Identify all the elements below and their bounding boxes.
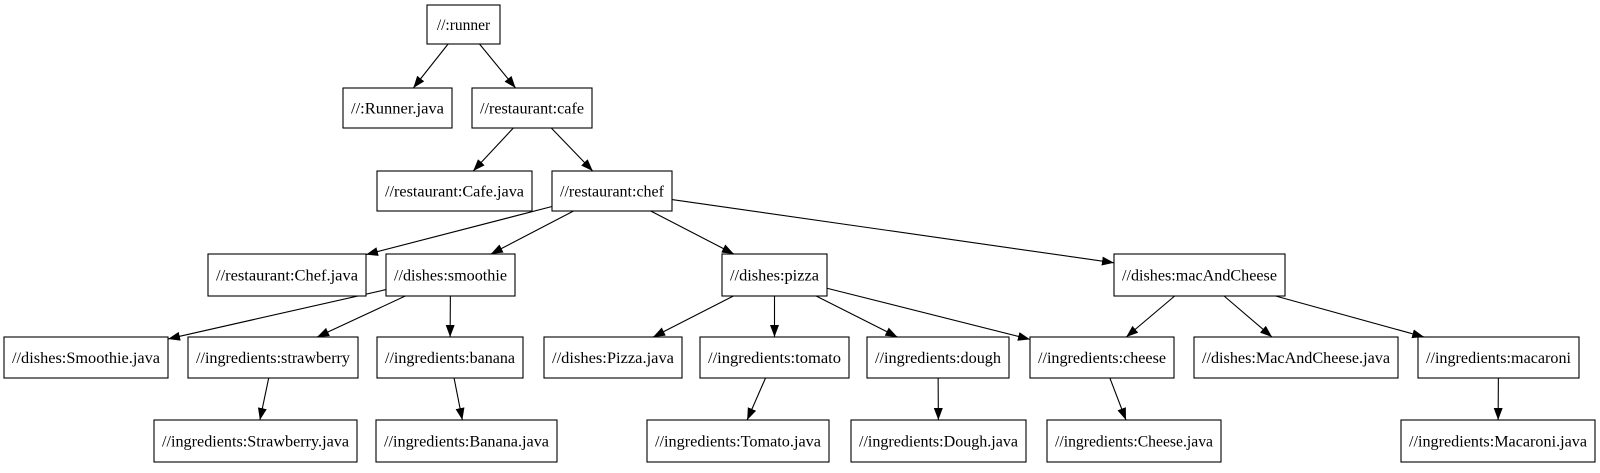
edge-pizza-to-cheese (827, 288, 1030, 339)
graph-node-cheese: //ingredients:cheese (1030, 337, 1174, 378)
graph-node-chef: //restaurant:chef (552, 171, 672, 211)
graph-node-chef-java: //restaurant:Chef.java (208, 254, 366, 296)
node-label: //ingredients:Cheese.java (1055, 433, 1213, 450)
edge-chef-to-chef-java (366, 207, 552, 255)
edge-chef-to-macandcheese (672, 200, 1114, 263)
graph-node-strawberry: //ingredients:strawberry (188, 337, 358, 378)
edge-runner-to-runner-java (413, 44, 448, 88)
node-label: //ingredients:macaroni (1426, 350, 1572, 367)
node-label: //ingredients:Strawberry.java (162, 433, 349, 450)
graph-node-strawberry-java: //ingredients:Strawberry.java (154, 420, 357, 462)
edge-tomato-to-tomato-java (747, 378, 765, 420)
graph-node-banana-java: //ingredients:Banana.java (376, 420, 557, 462)
graph-node-macandcheese: //dishes:macAndCheese (1114, 254, 1285, 296)
node-label: //dishes:Smoothie.java (12, 350, 160, 367)
graph-node-pizza-java: //dishes:Pizza.java (544, 337, 682, 378)
graph-node-runner-java: //:Runner.java (343, 88, 452, 128)
edge-runner-to-cafe (479, 44, 515, 88)
node-label: //:runner (437, 17, 491, 34)
node-label: //ingredients:banana (385, 350, 515, 367)
edge-chef-to-smoothie (491, 211, 574, 254)
node-label: //ingredients:dough (875, 350, 1001, 367)
edge-macandcheese-to-macaroni (1276, 296, 1425, 337)
graph-node-cheese-java: //ingredients:Cheese.java (1047, 420, 1221, 462)
graph-node-smoothie: //dishes:smoothie (386, 254, 515, 296)
node-label: //ingredients:Banana.java (384, 433, 549, 450)
edge-pizza-to-dough (816, 296, 897, 337)
graph-node-macaroni-java: //ingredients:Macaroni.java (1401, 420, 1595, 462)
edge-cafe-to-chef (551, 128, 592, 171)
node-label: //dishes:Pizza.java (552, 350, 674, 367)
nodes-layer: //:runner //:Runner.java //restaurant:cafe… (4, 5, 1595, 462)
node-label: //restaurant:chef (560, 183, 665, 200)
graph-node-runner: //:runner (427, 5, 500, 44)
node-label: //dishes:smoothie (394, 267, 507, 284)
edge-pizza-to-pizza-java (653, 296, 733, 337)
edge-macandcheese-to-macandcheese-java (1224, 296, 1272, 337)
graph-node-cafe-java: //restaurant:Cafe.java (377, 171, 532, 211)
edge-chef-to-pizza (651, 211, 734, 254)
graph-node-dough-java: //ingredients:Dough.java (851, 420, 1026, 462)
node-label: //:Runner.java (351, 100, 444, 117)
node-label: //dishes:pizza (730, 267, 819, 284)
edge-strawberry-to-strawberry-java (260, 378, 269, 420)
node-label: //ingredients:strawberry (196, 350, 350, 367)
node-label: //ingredients:Dough.java (859, 433, 1018, 450)
edge-cheese-to-cheese-java (1110, 378, 1126, 420)
node-label: //restaurant:Cafe.java (385, 183, 524, 200)
graph-node-smoothie-java: //dishes:Smoothie.java (4, 337, 168, 378)
node-label: //restaurant:Chef.java (216, 267, 358, 284)
graph-node-dough: //ingredients:dough (867, 337, 1009, 378)
node-label: //ingredients:Tomato.java (655, 433, 821, 450)
edge-macandcheese-to-cheese (1126, 296, 1174, 337)
node-label: //ingredients:Macaroni.java (1409, 433, 1587, 450)
graph-node-macandcheese-java: //dishes:MacAndCheese.java (1194, 337, 1398, 378)
graph-node-macaroni: //ingredients:macaroni (1418, 337, 1579, 378)
edge-cafe-to-cafe-java (473, 128, 513, 171)
graph-node-tomato: //ingredients:tomato (700, 337, 849, 378)
edge-smoothie-to-smoothie-java (168, 290, 386, 339)
graph-node-pizza: //dishes:pizza (722, 254, 827, 296)
node-label: //ingredients:tomato (708, 350, 841, 367)
node-label: //restaurant:cafe (480, 100, 584, 117)
graph-node-banana: //ingredients:banana (377, 337, 523, 378)
node-label: //dishes:MacAndCheese.java (1202, 350, 1390, 367)
graph-node-tomato-java: //ingredients:Tomato.java (647, 420, 829, 462)
node-label: //dishes:macAndCheese (1122, 267, 1277, 284)
edge-banana-to-banana-java (454, 378, 462, 420)
node-label: //ingredients:cheese (1038, 350, 1166, 367)
graph-node-cafe: //restaurant:cafe (472, 88, 592, 128)
